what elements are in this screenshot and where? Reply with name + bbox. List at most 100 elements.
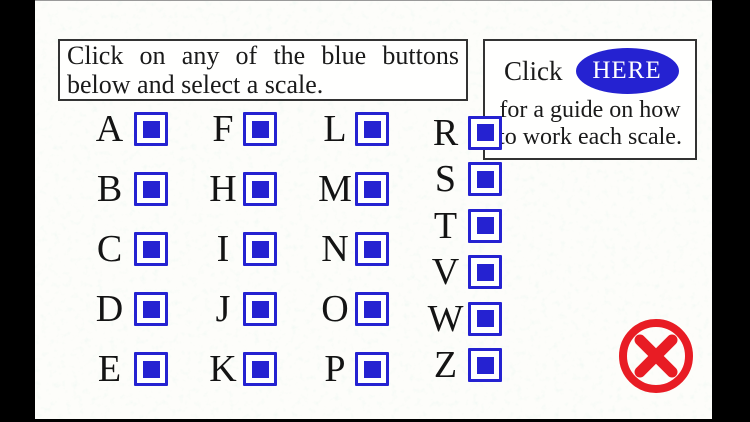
scale-row: H	[203, 159, 277, 219]
scale-letter: S	[434, 158, 457, 201]
scale-row: B	[85, 159, 168, 219]
instruction-line1: Click on any of the blue buttons	[67, 41, 459, 70]
blue-square-icon	[142, 360, 160, 378]
scale-column: A B C D E	[85, 99, 168, 399]
scale-row: S	[423, 156, 502, 203]
blue-square-icon	[363, 180, 381, 198]
blue-square-icon	[251, 300, 269, 318]
scale-button-N[interactable]	[355, 232, 389, 266]
scale-button-H[interactable]	[243, 172, 277, 206]
blue-square-icon	[363, 120, 381, 138]
scale-row: F	[203, 99, 277, 159]
scale-letter: J	[215, 288, 231, 330]
scale-column: F H I J K	[203, 99, 277, 399]
blue-square-icon	[142, 300, 160, 318]
blue-square-icon	[251, 360, 269, 378]
guide-box: Click HERE for a guide on how to work ea…	[483, 39, 697, 160]
scale-letter: E	[97, 348, 122, 390]
circle-x-icon	[619, 319, 693, 393]
scale-row: R	[423, 110, 502, 157]
close-button[interactable]	[616, 316, 696, 396]
scale-button-F[interactable]	[243, 112, 277, 146]
scale-button-C[interactable]	[134, 232, 168, 266]
scale-button-Z[interactable]	[468, 348, 502, 383]
scale-letter: Z	[433, 344, 458, 387]
scale-row: J	[203, 279, 277, 339]
blue-square-icon	[142, 120, 160, 138]
scale-button-W[interactable]	[468, 301, 502, 336]
scale-letter: H	[209, 168, 237, 210]
scale-button-K[interactable]	[243, 352, 277, 386]
blue-square-icon	[251, 240, 269, 258]
scale-letter: B	[96, 168, 123, 210]
scale-row: D	[85, 279, 168, 339]
scale-row: A	[85, 99, 168, 159]
scale-row: O	[315, 279, 389, 339]
instruction-box: Click on any of the blue buttons below a…	[58, 39, 468, 101]
blue-square-icon	[142, 240, 160, 258]
scale-button-B[interactable]	[134, 172, 168, 206]
scale-row: E	[85, 339, 168, 399]
left-letterbox-bar	[0, 0, 35, 422]
scale-letter: T	[433, 204, 458, 247]
blue-square-icon	[476, 217, 494, 235]
scale-letter: N	[321, 228, 349, 270]
instruction-line2: below and select a scale.	[67, 70, 324, 99]
blue-square-icon	[476, 356, 494, 374]
content-area: Click on any of the blue buttons below a…	[35, 0, 712, 419]
scale-row: P	[315, 339, 389, 399]
scale-grid: A B C D E	[35, 1, 712, 419]
scale-row: L	[315, 99, 389, 159]
scale-button-L[interactable]	[355, 112, 389, 146]
scale-letter: L	[323, 108, 347, 150]
blue-square-icon	[363, 300, 381, 318]
blue-square-icon	[476, 170, 494, 188]
guide-prefix-label: Click	[504, 55, 563, 86]
blue-square-icon	[476, 124, 494, 142]
blue-square-icon	[251, 180, 269, 198]
here-button[interactable]: HERE	[575, 48, 679, 94]
scale-button-A[interactable]	[134, 112, 168, 146]
scale-row: T	[423, 203, 502, 250]
right-letterbox-bar	[712, 0, 750, 422]
scale-letter: O	[321, 288, 349, 330]
scale-button-I[interactable]	[243, 232, 277, 266]
scale-row: Z	[423, 342, 502, 389]
scale-column: R S T V W	[423, 110, 502, 389]
scale-row: K	[203, 339, 277, 399]
scale-letter: I	[216, 228, 230, 270]
blue-square-icon	[476, 263, 494, 281]
blue-square-icon	[476, 310, 494, 328]
guide-line3: to work each scale.	[498, 124, 682, 150]
scale-button-T[interactable]	[468, 208, 502, 243]
scale-letter: C	[96, 228, 123, 270]
scale-button-O[interactable]	[355, 292, 389, 326]
scale-button-D[interactable]	[134, 292, 168, 326]
scale-letter: V	[431, 251, 460, 294]
scale-row: I	[203, 219, 277, 279]
scale-letter: W	[427, 297, 464, 340]
scale-button-M[interactable]	[355, 172, 389, 206]
blue-square-icon	[363, 240, 381, 258]
scale-row: M	[315, 159, 389, 219]
scale-column: L M N O P	[315, 99, 389, 399]
scale-button-R[interactable]	[468, 115, 502, 150]
scale-row: V	[423, 249, 502, 296]
scale-button-J[interactable]	[243, 292, 277, 326]
blue-square-icon	[363, 360, 381, 378]
scale-button-V[interactable]	[468, 255, 502, 290]
scale-button-E[interactable]	[134, 352, 168, 386]
scale-letter: A	[95, 108, 124, 150]
scale-button-S[interactable]	[468, 162, 502, 197]
scale-button-P[interactable]	[355, 352, 389, 386]
scale-letter: P	[324, 348, 346, 390]
guide-row: Click HERE	[485, 41, 695, 94]
guide-line2: for a guide on how	[499, 97, 681, 123]
scale-letter: K	[209, 348, 237, 390]
blue-square-icon	[142, 180, 160, 198]
blue-square-icon	[251, 120, 269, 138]
scale-letter: D	[95, 288, 124, 330]
scale-row: N	[315, 219, 389, 279]
scale-row: C	[85, 219, 168, 279]
